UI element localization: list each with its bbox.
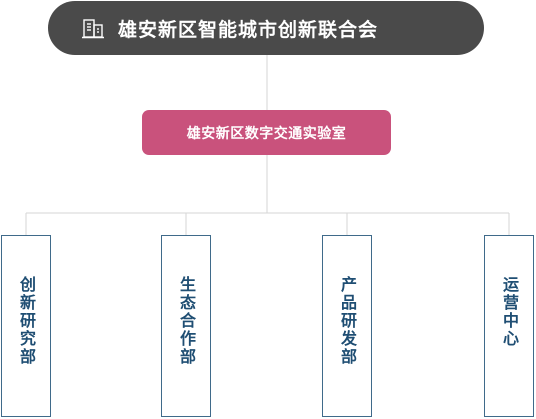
lab-title: 雄安新区数字交通实验室 xyxy=(186,125,347,142)
department-label: 运营中心 xyxy=(500,276,519,348)
building-icon xyxy=(82,17,104,39)
department-label: 创新研究部 xyxy=(17,276,36,366)
department-node: 生态合作部 xyxy=(161,235,211,417)
root-title: 雄安新区智能城市创新联合会 xyxy=(118,18,379,41)
root-node: 雄安新区智能城市创新联合会 xyxy=(48,1,484,55)
department-node: 运营中心 xyxy=(484,235,534,417)
department-label: 生态合作部 xyxy=(177,276,196,366)
department-node: 创新研究部 xyxy=(1,235,51,417)
lab-node: 雄安新区数字交通实验室 xyxy=(142,110,391,155)
department-label: 产品研发部 xyxy=(338,276,357,366)
department-node: 产品研发部 xyxy=(322,235,372,417)
